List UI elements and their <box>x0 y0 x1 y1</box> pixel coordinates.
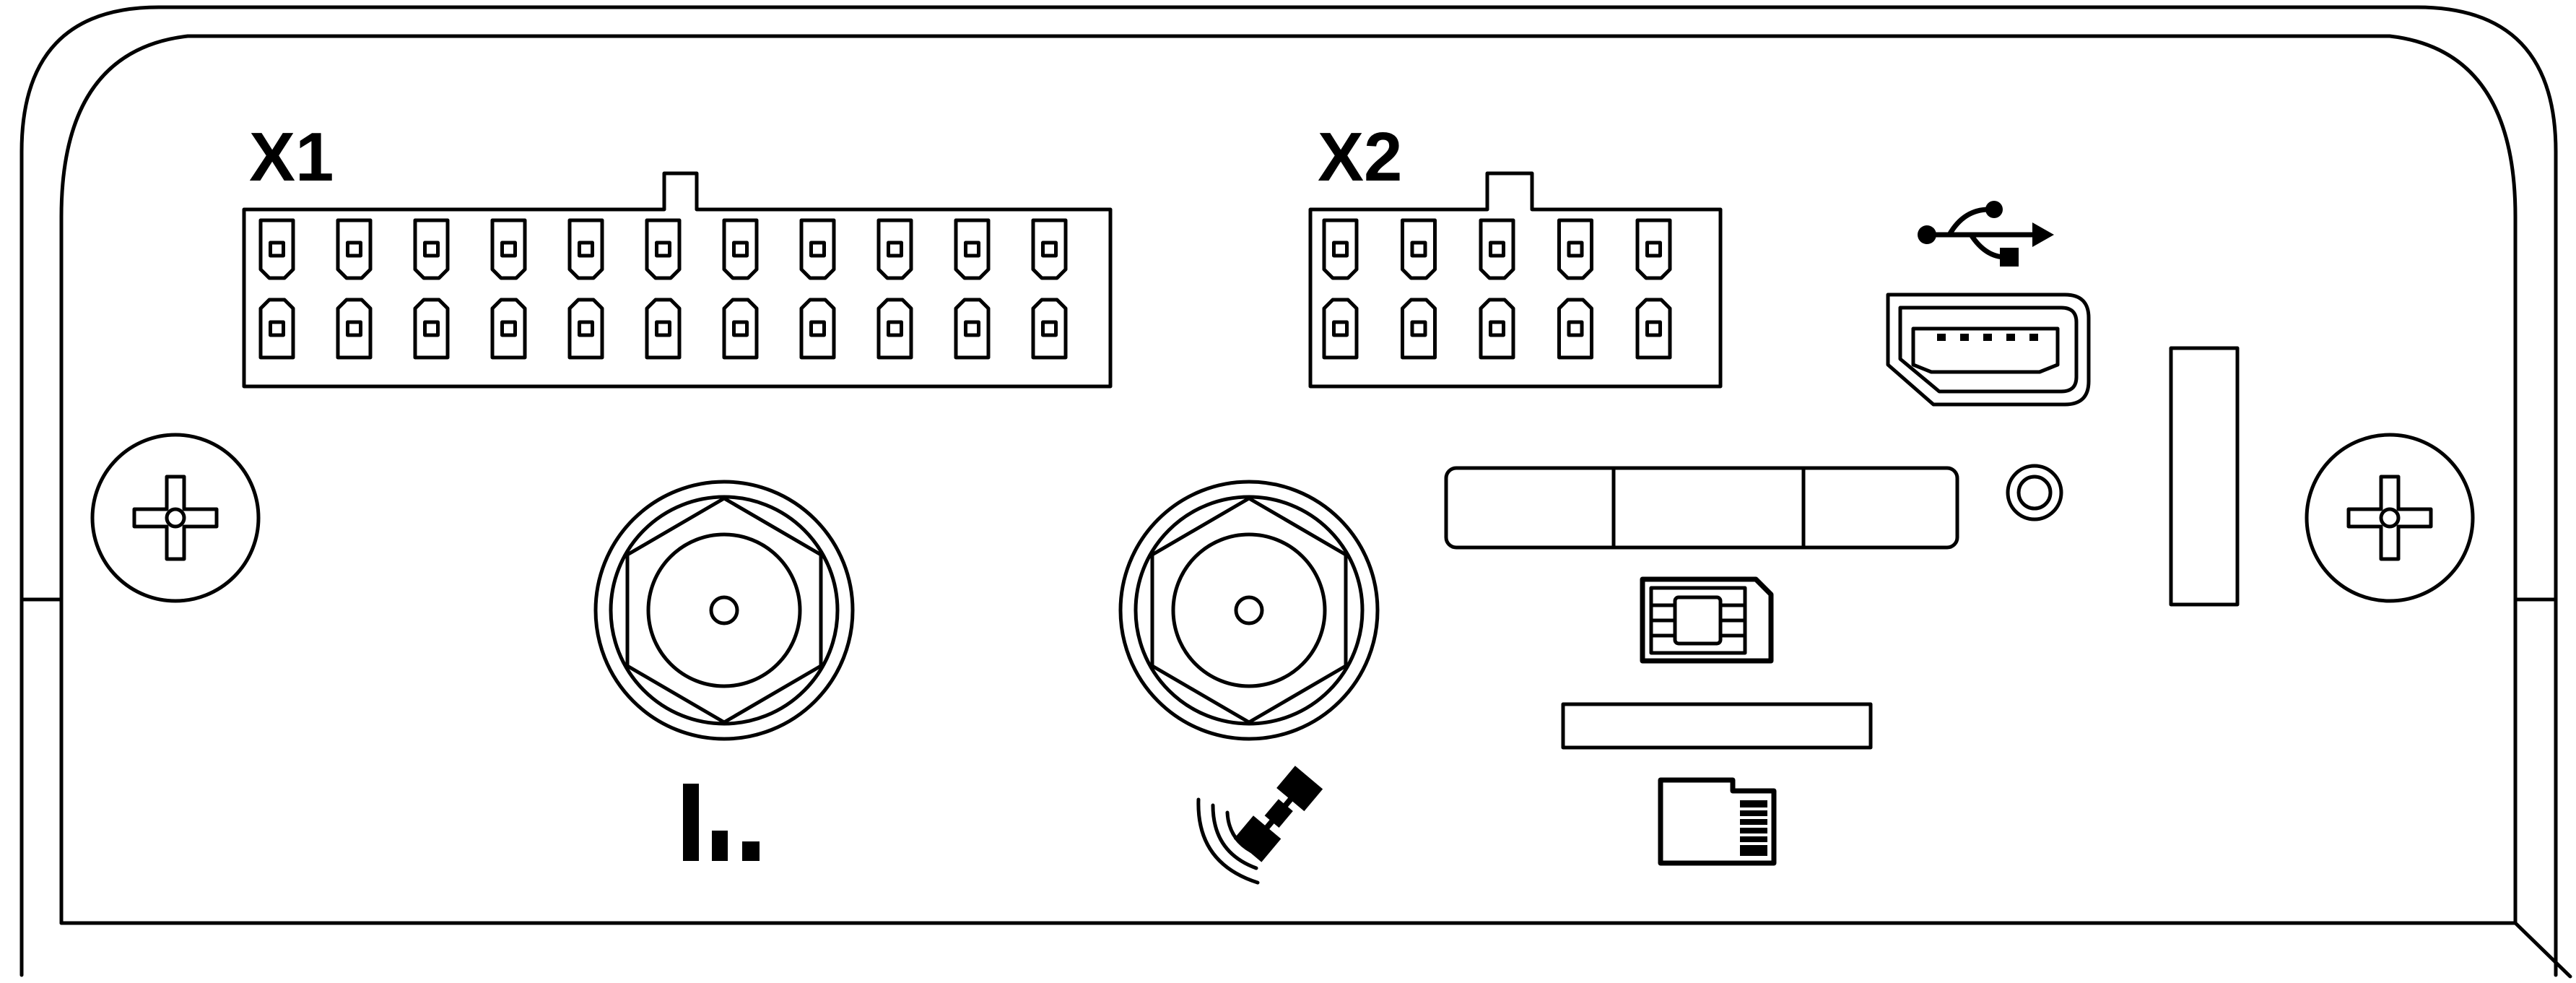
connector-x2-pin <box>1401 218 1437 280</box>
connector-x1-pin <box>1031 218 1068 280</box>
connector-x1-pin <box>876 298 913 360</box>
connector-x1-pin <box>413 218 450 280</box>
connector-x2-pin <box>1557 298 1593 360</box>
connector-x1-pin <box>567 218 604 280</box>
connector-x1-pin <box>413 298 450 360</box>
connector-x1-pin <box>490 218 527 280</box>
connector-x1-pin <box>490 298 527 360</box>
connector-x1-pin <box>799 218 836 280</box>
vertical-led-slot <box>2169 346 2240 607</box>
connector-label-x1: X1 <box>249 118 334 196</box>
connector-x2-pin <box>1635 218 1672 280</box>
sim-card-icon <box>1640 576 1774 664</box>
signal-strength-icon <box>683 784 760 861</box>
connector-x1-pin <box>336 218 373 280</box>
connector-x2-pin <box>1322 298 1359 360</box>
connector-x2[interactable] <box>1308 171 1723 389</box>
connector-x2-pin <box>1635 298 1672 360</box>
connector-x1-pin <box>722 218 759 280</box>
connector-x2-pin <box>1401 298 1437 360</box>
mini-usb-port[interactable] <box>1886 293 2091 407</box>
connector-x1-pin <box>876 218 913 280</box>
mounting-screw-right <box>2305 433 2475 603</box>
status-indicator-led <box>2006 464 2063 521</box>
sim-card-tray[interactable] <box>1444 466 1959 550</box>
connector-x2-pin <box>1557 218 1593 280</box>
connector-x1-pin <box>645 298 682 360</box>
connector-x2-pins <box>1322 218 1672 360</box>
mounting-screw-left <box>90 433 261 603</box>
connector-x1[interactable] <box>242 171 1113 389</box>
antenna-connector-gsm[interactable] <box>593 480 855 741</box>
connector-label-x2: X2 <box>1318 118 1402 196</box>
connector-x1-pin <box>799 298 836 360</box>
connector-x1-pins <box>258 218 1068 360</box>
connector-x1-pin <box>954 298 991 360</box>
housing-outline <box>19 5 2572 979</box>
microsd-card-icon <box>1658 777 1777 866</box>
connector-x1-pin <box>722 298 759 360</box>
connector-x1-pin <box>258 298 295 360</box>
usb-icon <box>1918 201 2054 267</box>
connector-x1-pin <box>258 218 295 280</box>
connector-x1-pin <box>567 298 604 360</box>
satellite-gps-icon <box>1196 766 1323 885</box>
microsd-card-slot[interactable] <box>1561 702 1873 750</box>
connector-x2-pin <box>1479 218 1515 280</box>
connector-x1-pin <box>954 218 991 280</box>
connector-x1-pin <box>645 218 682 280</box>
connector-x2-pin <box>1322 218 1359 280</box>
antenna-connector-gps[interactable] <box>1118 480 1380 741</box>
connector-x1-pin <box>1031 298 1068 360</box>
connector-x2-pin <box>1479 298 1515 360</box>
connector-x1-pin <box>336 298 373 360</box>
